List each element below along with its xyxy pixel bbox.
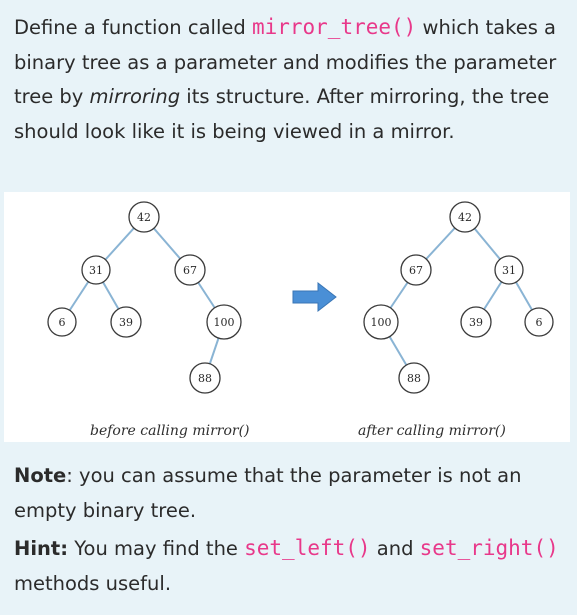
emphasis-mirroring: mirroring <box>89 85 181 108</box>
svg-text:39: 39 <box>119 316 133 329</box>
note-label: Note <box>14 464 67 487</box>
intro-text-3: its structure. After mirroring, the tree… <box>14 85 550 143</box>
after-caption: after calling mirror() <box>358 423 506 439</box>
before-node-39: 39 <box>110 306 142 338</box>
svg-text:67: 67 <box>183 264 197 277</box>
function-name-code: mirror_tree() <box>251 15 417 39</box>
after-node-31: 31 <box>494 255 524 285</box>
svg-text:88: 88 <box>407 372 421 385</box>
note-body: : you can assume that the parameter is n… <box>14 464 522 522</box>
after-node-6: 6 <box>524 307 554 337</box>
instructions-text: Define a function called mirror_tree() w… <box>14 10 559 149</box>
svg-text:42: 42 <box>137 211 151 224</box>
before-node-6: 6 <box>47 307 77 337</box>
before-node-100: 100 <box>206 304 242 340</box>
svg-text:100: 100 <box>214 316 235 329</box>
svg-text:67: 67 <box>409 264 423 277</box>
hint-text-3: methods useful. <box>14 571 172 595</box>
tree-figure: 42 31 67 6 39 100 88 42 67 31 100 39 6 8… <box>4 192 570 442</box>
svg-text:42: 42 <box>458 211 472 224</box>
svg-text:31: 31 <box>502 264 516 277</box>
hint-text-2: and <box>370 537 420 560</box>
svg-text:100: 100 <box>371 316 392 329</box>
intro-text-1: Define a function called <box>14 16 252 39</box>
after-node-88: 88 <box>398 362 430 394</box>
before-caption: before calling mirror() <box>90 423 250 439</box>
hint-text: Hint: You may find the set_left() and se… <box>14 531 559 601</box>
before-node-31: 31 <box>81 255 111 285</box>
after-node-39: 39 <box>460 306 492 338</box>
svg-text:31: 31 <box>89 264 103 277</box>
after-node-100: 100 <box>363 304 399 340</box>
before-node-42: 42 <box>128 201 160 233</box>
hint-label: Hint: <box>14 537 69 560</box>
svg-text:6: 6 <box>59 316 66 329</box>
note-text: Note: you can assume that the parameter … <box>14 459 559 528</box>
after-node-67: 67 <box>400 254 432 286</box>
svg-text:6: 6 <box>536 316 543 329</box>
before-node-67: 67 <box>174 254 206 286</box>
before-node-88: 88 <box>189 362 221 394</box>
set-left-code: set_left() <box>244 536 371 560</box>
svg-text:88: 88 <box>198 372 212 385</box>
after-node-42: 42 <box>449 201 481 233</box>
hint-text-1: You may find the <box>68 537 245 560</box>
intro-text-2: which takes a binary tree as a parameter… <box>14 16 557 108</box>
svg-text:39: 39 <box>469 316 483 329</box>
tree-diagram-svg: 42 31 67 6 39 100 88 42 67 31 100 39 6 8… <box>47 201 554 439</box>
mirror-arrow-icon <box>292 281 337 313</box>
set-right-code: set_right() <box>419 536 559 560</box>
